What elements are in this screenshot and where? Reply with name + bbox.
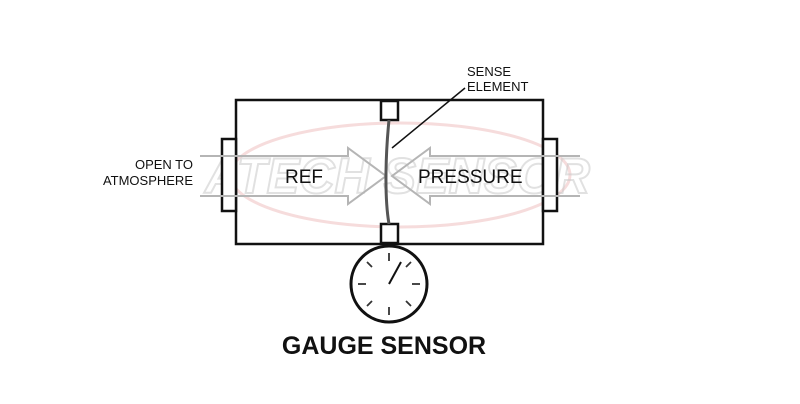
pressure-port [541, 137, 559, 213]
open-to-atmosphere-label-line2: ATMOSPHERE [103, 173, 193, 188]
sense-element-label-line1: SENSE [467, 64, 511, 79]
sense-element-bottom-mount [379, 222, 400, 245]
pressure-arrow [390, 146, 580, 206]
ref-label: REF [285, 167, 323, 188]
sense-element-top-mount [379, 99, 400, 122]
gauge-needle [388, 261, 402, 285]
gauge-ticks [358, 253, 420, 315]
reference-port [220, 137, 238, 213]
sense-element-label-line2: ELEMENT [467, 79, 528, 94]
pressure-gauge [349, 244, 429, 324]
open-to-atmosphere-label-line1: OPEN TO [135, 157, 193, 172]
watermark: ATECH SENSOR [202, 121, 591, 229]
diagram-title: GAUGE SENSOR [282, 332, 486, 360]
sense-element-leader [391, 87, 466, 149]
pressure-label: PRESSURE [418, 167, 523, 188]
sense-element-diaphragm [384, 119, 391, 225]
